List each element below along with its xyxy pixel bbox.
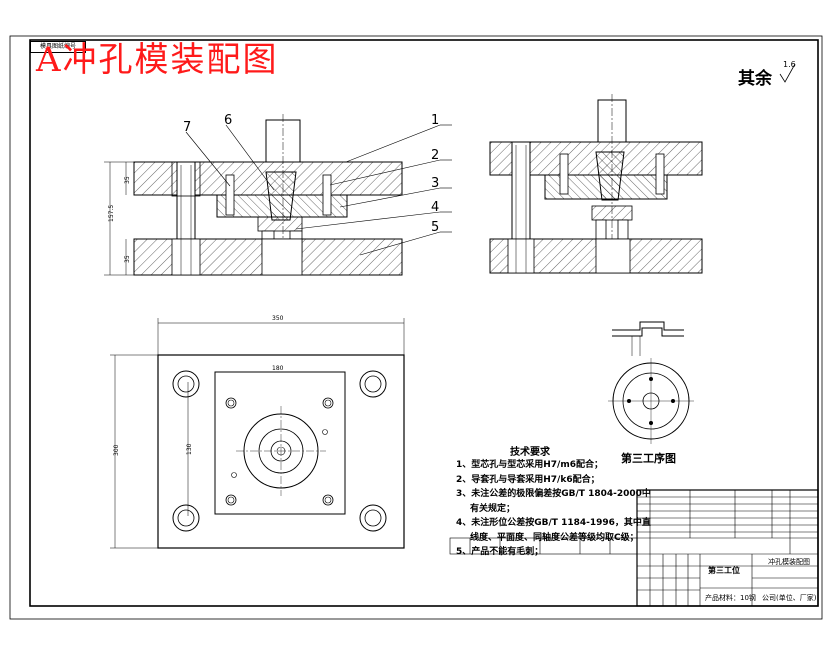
inner-border xyxy=(29,39,819,607)
tech-requirements-title: 技术要求 xyxy=(510,447,550,458)
drawing-title: A冲孔模装配图 xyxy=(36,40,279,80)
front-section-view: 157.5 35 35 1 2 3 4 5 6 7 xyxy=(104,113,452,276)
roughness-symbol xyxy=(779,63,796,83)
tech-requirements-list: 1、型芯孔与型芯采用H7/m6配合； 2、导套孔与导套采用H7/k6配合； 3、… xyxy=(456,458,651,560)
dim-bottom-plate: 35 xyxy=(124,255,131,263)
callout-4: 4 xyxy=(431,200,439,215)
process-drawing xyxy=(608,321,694,444)
dim-plate-height: 300 xyxy=(113,444,120,456)
side-section-view xyxy=(489,94,703,274)
dim-top-plate: 35 xyxy=(124,176,131,184)
tech-item: 3、未注公差的极限偏差按GB/T 1804-2000中 xyxy=(456,489,651,499)
roughness-value: 1.6 xyxy=(783,60,796,69)
roughness-label: 其余 xyxy=(738,69,772,89)
dim-total-height: 157.5 xyxy=(108,205,115,222)
tech-item: 有关规定； xyxy=(470,503,516,514)
title-block xyxy=(449,489,819,607)
title-block-process-name: 第三工位 xyxy=(708,566,740,575)
tech-item: 2、导套孔与导套采用H7/k6配合； xyxy=(456,474,600,485)
dim-inner-width: 180 xyxy=(272,365,284,372)
callout-5: 5 xyxy=(431,220,439,235)
dim-plate-width: 350 xyxy=(272,315,284,322)
tech-item: 5、产品不能有毛刺； xyxy=(456,547,544,557)
callout-6: 6 xyxy=(224,113,232,128)
title-block-material: 产品材料：10钢 xyxy=(705,594,756,602)
tech-item: 线度、平面度、同轴度公差等级均取C级； xyxy=(470,532,639,543)
callout-7: 7 xyxy=(183,120,191,135)
plan-view: 350 300 180 130 xyxy=(110,315,405,549)
tech-item: 4、未注形位公差按GB/T 1184-1996，其中直 xyxy=(456,518,651,528)
title-block-company: 公司(单位、厂家) xyxy=(762,594,817,602)
drawing-number-tag: 模具图纸编号 xyxy=(30,41,86,53)
title-block-drawing-name: 冲孔模装配图 xyxy=(768,558,810,566)
dim-inner-height: 130 xyxy=(186,443,193,455)
callout-1: 1 xyxy=(431,113,439,128)
callout-3: 3 xyxy=(431,176,439,191)
callout-2: 2 xyxy=(431,148,439,163)
outer-border xyxy=(9,35,823,620)
process-drawing-label: 第三工序图 xyxy=(621,452,676,465)
tech-item: 1、型芯孔与型芯采用H7/m6配合； xyxy=(456,460,603,470)
